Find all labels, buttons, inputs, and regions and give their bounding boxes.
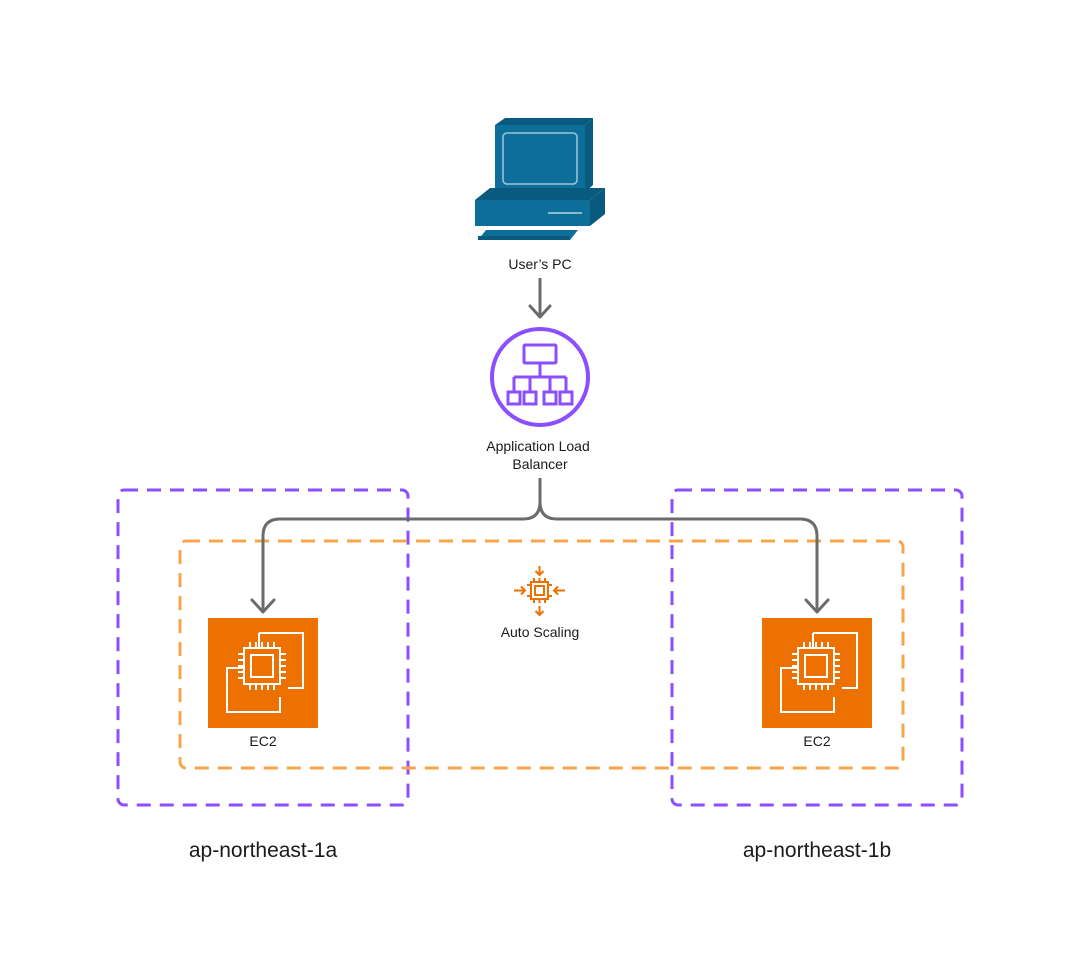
ec2-instance-icon [208, 618, 318, 728]
arrow-alb-to-ec2 [250, 478, 830, 614]
az-b-label: ap-northeast-1b [743, 839, 891, 862]
availability-zone-b-boundary [670, 488, 964, 807]
az-a-label: ap-northeast-1a [189, 839, 338, 862]
auto-scaling-label: Auto Scaling [501, 624, 580, 640]
ec2-b-label: EC2 [803, 733, 830, 749]
ec2-a-label: EC2 [249, 733, 276, 749]
auto-scaling-icon [514, 566, 565, 617]
alb-label-line1: Application Load [486, 438, 590, 454]
availability-zone-a-boundary [116, 488, 410, 807]
desktop-computer-icon [475, 118, 605, 240]
auto-scaling-group-boundary [178, 539, 905, 770]
arrow-pc-to-alb [528, 278, 552, 319]
ec2-instance-icon [762, 618, 872, 728]
alb-label-line2: Balancer [512, 456, 568, 472]
load-balancer-icon [490, 327, 590, 427]
user-pc-label: User’s PC [508, 256, 571, 272]
